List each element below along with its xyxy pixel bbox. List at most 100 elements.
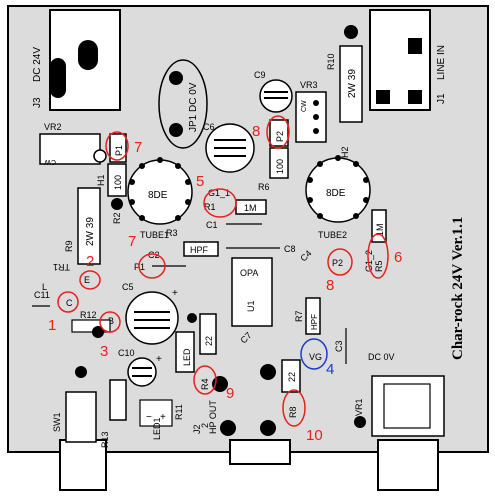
led1-plus: + bbox=[160, 412, 166, 423]
tr1-label: TR1 bbox=[53, 262, 70, 272]
c5-plus: + bbox=[172, 288, 178, 299]
switch-body bbox=[59, 439, 107, 491]
pad bbox=[169, 71, 183, 85]
opa-label: OPA bbox=[240, 268, 258, 278]
vr2-cw: CW bbox=[44, 158, 56, 165]
dc-jack-pad bbox=[78, 40, 98, 70]
led-label: LED bbox=[182, 348, 192, 366]
c-label: C bbox=[66, 298, 73, 308]
vr1-shaft bbox=[377, 439, 439, 491]
r-100-right-value: 100 bbox=[275, 159, 285, 174]
led-body bbox=[175, 331, 195, 373]
hpf2-body bbox=[305, 297, 321, 335]
r13-body bbox=[109, 379, 127, 421]
pad bbox=[260, 364, 276, 380]
g1-1-label: G1_1 bbox=[208, 188, 230, 198]
r5-value: 1M bbox=[375, 223, 385, 236]
callout-7a: 7 bbox=[134, 139, 142, 156]
pad bbox=[344, 25, 358, 39]
pad bbox=[260, 420, 276, 436]
vr1-label: VR1 bbox=[354, 398, 364, 416]
callout-3: 3 bbox=[100, 343, 108, 360]
r4-body bbox=[199, 313, 217, 355]
c1-label: C1 bbox=[206, 220, 218, 230]
dc-jack-pad bbox=[50, 58, 66, 98]
r8-label: R8 bbox=[288, 406, 298, 418]
callout-1: 1 bbox=[48, 317, 56, 334]
h2-label: H2 bbox=[340, 146, 350, 158]
j3-label: J3 bbox=[32, 97, 43, 108]
c10-plus: + bbox=[156, 354, 162, 365]
p1-top-body bbox=[109, 133, 127, 163]
sw1-label: SW1 bbox=[52, 412, 62, 432]
callout-6: 6 bbox=[394, 249, 402, 266]
c10-body bbox=[127, 357, 157, 387]
callout-7b: 7 bbox=[128, 233, 136, 250]
r-100-left-body bbox=[107, 163, 127, 197]
r11-label: R11 bbox=[174, 404, 184, 420]
tube2-socket bbox=[305, 155, 371, 223]
dc0v-label: DC 0V bbox=[368, 352, 395, 362]
vr1-inner bbox=[383, 383, 431, 429]
r3-label: R3 bbox=[166, 228, 178, 238]
c6-label: C6 bbox=[203, 122, 215, 132]
jp1-outline bbox=[158, 59, 208, 149]
r9-value: 2W 39 bbox=[85, 217, 96, 246]
j1-label: J1 bbox=[436, 93, 447, 104]
g1-2-label: G1_2 bbox=[364, 250, 374, 272]
u1-label: U1 bbox=[246, 300, 256, 312]
c11-label: C11 bbox=[34, 290, 50, 300]
c10-label: C10 bbox=[118, 348, 135, 358]
pad bbox=[313, 128, 319, 134]
pad bbox=[354, 416, 366, 428]
r10-label: R10 bbox=[326, 53, 336, 70]
e-label: E bbox=[84, 275, 90, 285]
j2-label: J2 bbox=[192, 424, 202, 434]
j2-sub-label: 2 bbox=[200, 423, 210, 428]
r10-value: 2W 39 bbox=[347, 69, 358, 98]
l-mark: L bbox=[42, 282, 47, 292]
vg-highlight bbox=[300, 338, 328, 370]
pad bbox=[187, 313, 197, 323]
r9-label: R9 bbox=[64, 240, 74, 252]
vr3-body bbox=[295, 91, 327, 143]
r-100-left-value: 100 bbox=[113, 175, 123, 190]
c5-label: C5 bbox=[122, 282, 134, 292]
hpf1-body bbox=[183, 241, 219, 257]
pad bbox=[313, 114, 319, 120]
r4-label: R4 bbox=[200, 378, 210, 390]
highlight-markers bbox=[57, 115, 389, 427]
dc24v-label: DC 24V bbox=[32, 47, 43, 82]
h1-label: H1 bbox=[96, 174, 106, 186]
callout-5: 5 bbox=[196, 173, 204, 190]
b-label: B bbox=[108, 316, 114, 326]
pad bbox=[111, 198, 123, 210]
led1-label: LED1 bbox=[152, 417, 162, 440]
vr2-label: VR2 bbox=[44, 122, 62, 132]
vr2-body bbox=[39, 133, 101, 165]
pad bbox=[169, 123, 183, 137]
board-title: Char-rock 24V Ver.1.1 bbox=[450, 217, 466, 360]
vr3-cw: CW bbox=[301, 100, 308, 112]
tube1-socket bbox=[127, 157, 193, 225]
c8-label: C8 bbox=[284, 244, 296, 254]
r9-body bbox=[77, 187, 101, 265]
c5-body bbox=[125, 291, 179, 345]
led1-body bbox=[139, 399, 173, 427]
callout-8b: 8 bbox=[326, 277, 334, 294]
callout-2: 2 bbox=[86, 253, 94, 270]
r8-value: 22 bbox=[287, 372, 297, 382]
tube2-socket-label: 8DE bbox=[326, 188, 346, 199]
r6-label: R6 bbox=[258, 182, 270, 192]
led1-minus: − bbox=[146, 412, 152, 423]
pad bbox=[220, 420, 236, 436]
line-in-label: LINE IN bbox=[436, 45, 447, 80]
hpf2-label: HPF bbox=[310, 314, 319, 330]
jack-pad bbox=[408, 90, 422, 104]
r7-label: R7 bbox=[294, 310, 304, 322]
r12-label: R12 bbox=[80, 310, 97, 320]
r2-label: R2 bbox=[112, 212, 122, 224]
vr3-label: VR3 bbox=[300, 80, 318, 90]
hp-jack-body bbox=[229, 439, 291, 465]
